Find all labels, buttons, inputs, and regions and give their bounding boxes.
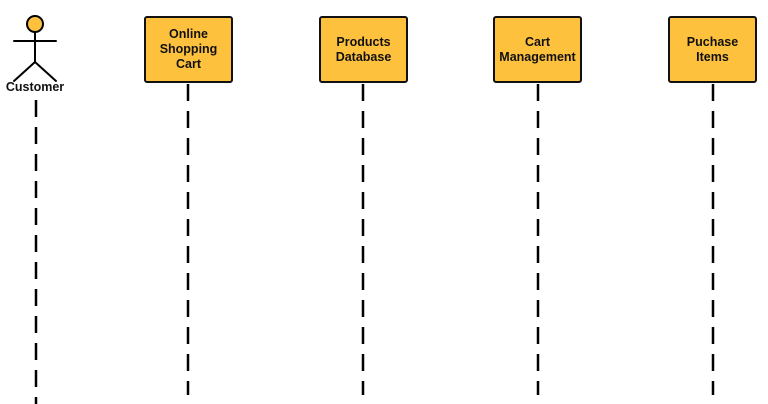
- lifeline-box-cart-management[interactable]: Cart Management: [493, 16, 582, 83]
- lifeline-box-online-shopping-cart[interactable]: Online Shopping Cart: [144, 16, 233, 83]
- lifeline-label: Puchase Items: [686, 34, 739, 64]
- lifeline-label: Products Database: [335, 34, 392, 64]
- actor-label-customer: Customer: [5, 80, 65, 94]
- lifeline-label: Online Shopping Cart: [159, 27, 218, 71]
- lifeline-label: Cart Management: [499, 34, 576, 64]
- lifeline-box-products-database[interactable]: Products Database: [319, 16, 408, 83]
- stick-figure-icon: [13, 15, 57, 82]
- lifeline-box-puchase-items[interactable]: Puchase Items: [668, 16, 757, 83]
